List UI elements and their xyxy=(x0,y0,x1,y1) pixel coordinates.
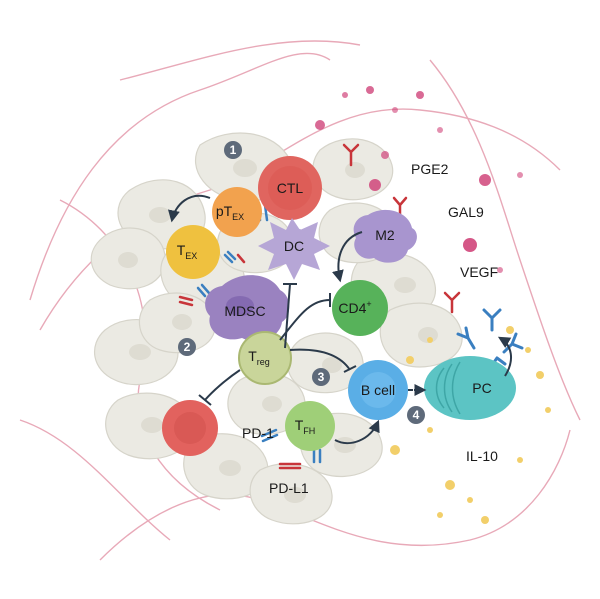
step-badge-2: 2 xyxy=(178,338,196,356)
m2-label: M2 xyxy=(375,227,395,243)
ptex-subscript: EX xyxy=(232,212,244,222)
pd1-label: PD-1 xyxy=(242,425,274,441)
treg-subscript: reg xyxy=(257,357,270,367)
cd4-cell: CD4+ xyxy=(332,280,388,336)
svg-text:1: 1 xyxy=(230,143,237,157)
tfh-cell: TFH xyxy=(285,401,335,451)
step-badge-1: 1 xyxy=(224,141,242,159)
cd4-label: CD4 xyxy=(338,300,366,316)
mdsc-label: MDSC xyxy=(224,303,265,319)
step-badge-3: 3 xyxy=(312,368,330,386)
treg-cell: Treg xyxy=(239,332,291,384)
tex-cell: TEX xyxy=(166,225,220,279)
pc-label: PC xyxy=(472,380,491,396)
pge2-label: PGE2 xyxy=(411,161,449,177)
b-cell: B cell xyxy=(348,360,408,420)
ctl-label: CTL xyxy=(277,180,304,196)
svg-text:2: 2 xyxy=(184,340,191,354)
svg-text:3: 3 xyxy=(318,370,325,384)
tex-subscript: EX xyxy=(185,251,197,261)
pdl1-label: PD-L1 xyxy=(269,480,309,496)
il10-label: IL-10 xyxy=(466,448,498,464)
ptex-label: pT xyxy=(216,203,233,219)
killed-tumor-cell xyxy=(162,400,218,456)
vegf-label: VEGF xyxy=(460,264,498,280)
bcell-label: B cell xyxy=(361,382,395,398)
dc-label: DC xyxy=(284,238,304,254)
ptex-cell: pTEX xyxy=(212,187,262,237)
cd4-superscript: + xyxy=(366,299,371,309)
svg-text:4: 4 xyxy=(413,408,420,422)
ctl-cell: CTL xyxy=(258,156,322,220)
tfh-subscript: FH xyxy=(303,426,315,436)
step-badge-4: 4 xyxy=(407,406,425,424)
m2-cell: M2 xyxy=(354,210,417,263)
plasma-cell: PC xyxy=(424,356,516,420)
gal9-label: GAL9 xyxy=(448,204,484,220)
